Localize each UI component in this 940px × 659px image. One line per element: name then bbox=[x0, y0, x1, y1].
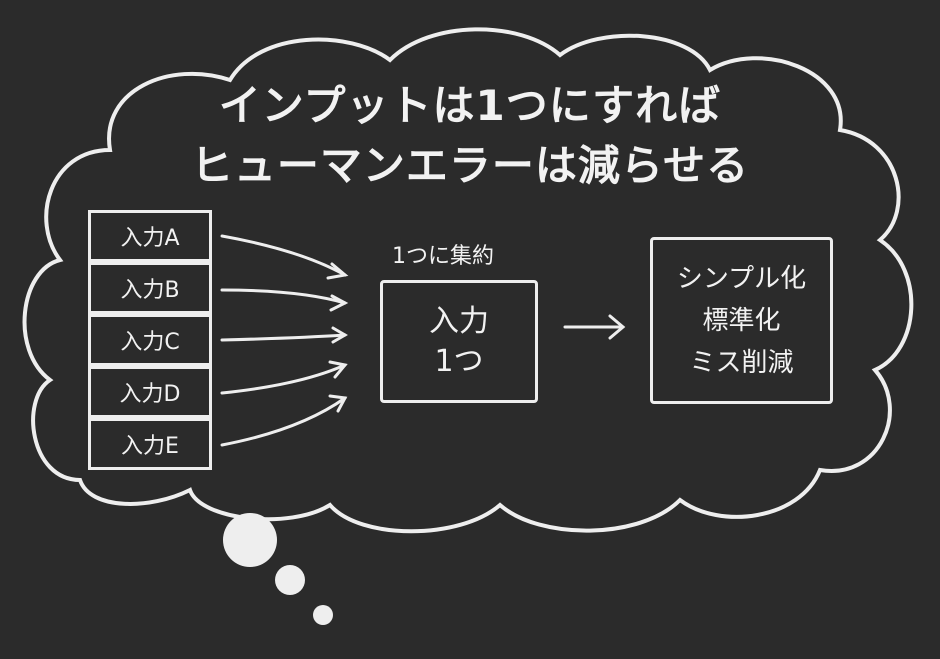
result-line-3: ミス削減 bbox=[689, 347, 794, 378]
arrow-d bbox=[220, 363, 347, 395]
result-line-1: シンプル化 bbox=[676, 263, 807, 294]
thought-bubble-medium bbox=[275, 565, 305, 595]
arrow-a bbox=[220, 234, 347, 277]
arrow-e bbox=[220, 396, 347, 447]
thought-bubble-small bbox=[313, 605, 333, 625]
center-box-line-2: 1つ bbox=[434, 343, 484, 379]
consolidate-label: 1つに集約 bbox=[392, 244, 494, 269]
consolidated-input-box: 入力 1つ bbox=[380, 280, 538, 403]
arrow-b bbox=[220, 288, 347, 305]
center-box-line-1: 入力 bbox=[429, 303, 489, 339]
thought-bubble-large bbox=[223, 513, 277, 567]
input-box: 入力C bbox=[88, 314, 212, 366]
arrow-c bbox=[220, 333, 347, 342]
result-box: シンプル化 標準化 ミス削減 bbox=[650, 237, 833, 404]
right-arrow-icon bbox=[563, 314, 626, 340]
title-line-2: ヒューマンエラーは減らせる bbox=[190, 141, 750, 190]
input-box: 入力D bbox=[88, 366, 212, 418]
title-line-1: インプットは1つにすれば bbox=[218, 81, 722, 130]
result-line-2: 標準化 bbox=[702, 305, 781, 336]
input-box: 入力E bbox=[88, 418, 212, 470]
converging-arrows bbox=[220, 234, 626, 447]
cloud-outline bbox=[22, 27, 914, 534]
input-box: 入力B bbox=[88, 262, 212, 314]
input-box: 入力A bbox=[88, 210, 212, 262]
